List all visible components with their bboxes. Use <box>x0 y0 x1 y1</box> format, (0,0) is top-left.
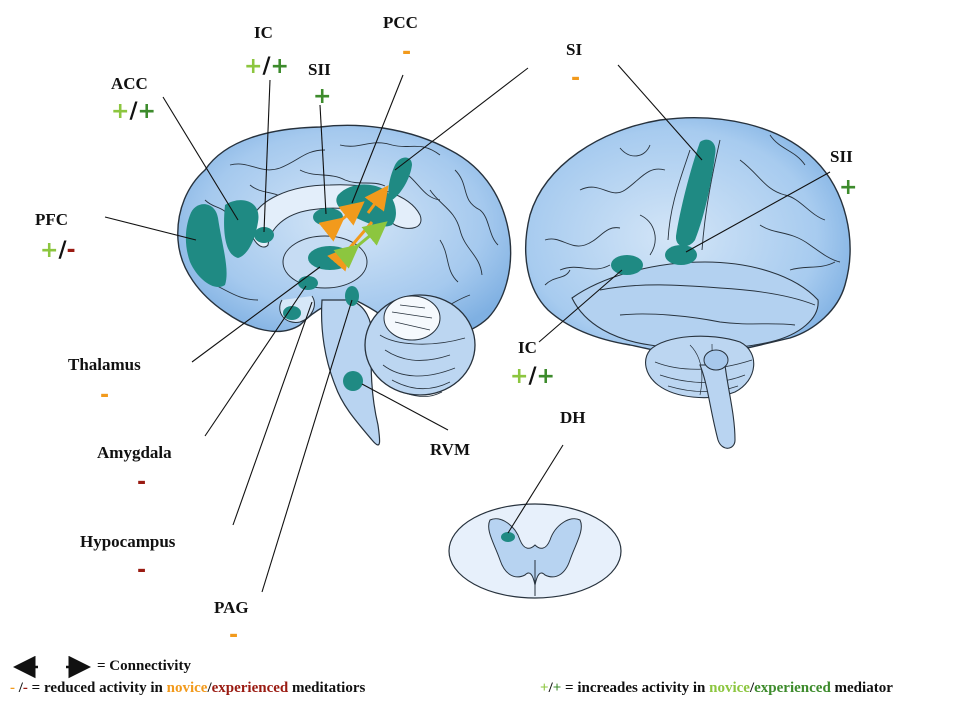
region-ic-right <box>611 255 643 275</box>
label-rvm: RVM <box>430 440 470 460</box>
marker-pfc: +/- <box>40 240 76 262</box>
lateral-brain <box>526 118 850 449</box>
label-hypocampus: Hypocampus <box>80 532 175 552</box>
marker-hypocampus: - <box>137 560 146 582</box>
label-amygdala: Amygdala <box>97 443 172 463</box>
label-ic-top: IC <box>254 23 273 43</box>
spinal-cord-section <box>449 504 621 598</box>
region-sii-left <box>313 208 343 226</box>
marker-thalamus: - <box>100 385 109 407</box>
label-pfc: PFC <box>35 210 68 230</box>
region-thalamus <box>308 246 352 270</box>
marker-pag: - <box>229 625 238 647</box>
marker-ic-right: +/+ <box>510 366 555 388</box>
label-si: SI <box>566 40 582 60</box>
legend-connectivity: = Connectivity <box>97 658 191 675</box>
sagittal-brain <box>178 125 511 445</box>
lateral-pons <box>704 350 728 370</box>
lateral-cerebellum <box>646 336 754 398</box>
label-sii-left: SII <box>308 60 331 80</box>
marker-amygdala: - <box>137 472 146 494</box>
label-dh: DH <box>560 408 586 428</box>
region-pag <box>345 286 359 306</box>
label-pag: PAG <box>214 598 249 618</box>
label-acc: ACC <box>111 74 148 94</box>
marker-pcc: - <box>402 42 411 64</box>
marker-acc: +/+ <box>111 101 156 123</box>
legend-reduced: - /- = reduced activity in novice/experi… <box>10 680 365 697</box>
cerebellum <box>365 295 475 397</box>
marker-sii-right: + <box>839 177 857 199</box>
marker-ic-top: +/+ <box>244 56 289 78</box>
legend-increased: +/+ = increades activity in novice/exper… <box>540 680 893 697</box>
region-hippocampus <box>283 306 301 320</box>
label-pcc: PCC <box>383 13 418 33</box>
marker-si: - <box>571 68 580 90</box>
label-ic-right: IC <box>518 338 537 358</box>
region-dh <box>501 532 515 542</box>
marker-sii-left: + <box>313 86 331 108</box>
region-rvm <box>343 371 363 391</box>
label-thalamus: Thalamus <box>68 355 141 375</box>
region-amygdala <box>298 276 318 290</box>
label-sii-right: SII <box>830 147 853 167</box>
